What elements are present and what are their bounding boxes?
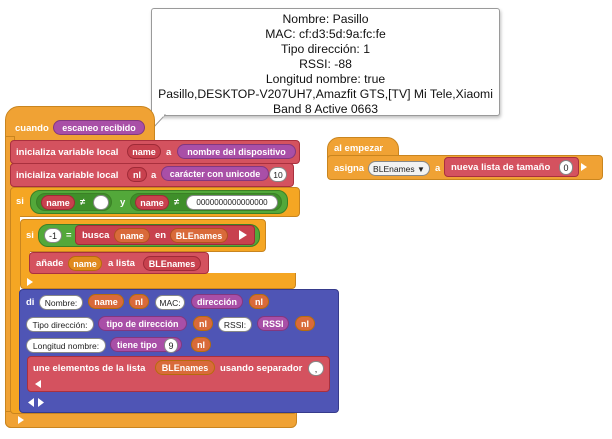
rssi-getter[interactable]: RSSI <box>257 316 289 331</box>
mutator-arrow-icon <box>18 416 24 424</box>
zeros-string-field[interactable]: 0000000000000000 <box>186 195 278 210</box>
play-icon <box>581 163 587 171</box>
get-nl-var[interactable]: nl <box>249 294 269 309</box>
text-tipo-direccion-literal[interactable]: Tipo dirección: <box>26 317 94 332</box>
to-list-label: a lista <box>108 258 135 269</box>
get-nl-var[interactable]: nl <box>191 337 211 352</box>
get-name-var[interactable]: name <box>114 228 150 243</box>
find-label: busca <box>82 230 110 241</box>
and-label: y <box>120 197 126 208</box>
dropdown-value: BLEnames <box>373 164 415 174</box>
get-blenames-var[interactable]: BLEnames <box>143 256 201 271</box>
eq-op: = <box>66 230 72 241</box>
add-label: añade <box>36 258 64 269</box>
init-label: inicializa variable local <box>16 147 119 158</box>
variable-dropdown[interactable]: BLEnames ▼ <box>368 161 430 176</box>
text-mac-literal[interactable]: MAC: <box>155 295 185 310</box>
address-getter[interactable]: dirección <box>191 294 243 309</box>
get-name-var[interactable]: name <box>88 294 124 309</box>
tooltip-line: MAC: cf:d3:5d:9a:fc:fe <box>265 27 386 41</box>
set-label: asigna <box>334 163 365 174</box>
say-label: di <box>26 297 35 308</box>
get-blenames-var[interactable]: BLEnames <box>155 360 215 375</box>
join-label: une elementos de la lista <box>33 363 146 374</box>
separator-field[interactable]: , <box>308 361 324 376</box>
mutator-arrows-icon <box>28 398 44 407</box>
event-tooltip: Nombre: Pasillo MAC: cf:d3:5d:9a:fc:fe T… <box>151 8 500 116</box>
separator-label: usando separador <box>220 363 303 374</box>
text-nombre-literal[interactable]: Nombre: <box>39 295 83 310</box>
tooltip-line: Tipo dirección: 1 <box>281 42 370 56</box>
to-label: a <box>435 163 441 174</box>
tooltip-line: Pasillo,DESKTOP-V207UH7,Amazfit GTS,[TV]… <box>158 87 493 101</box>
tooltip-line: Nombre: Pasillo <box>282 12 369 26</box>
start-label: al empezar <box>334 143 384 154</box>
init-a-label: a <box>166 147 172 158</box>
neq-op-1: ≠ <box>80 197 86 208</box>
tooltip-line: RSSI: -88 <box>299 57 352 71</box>
device-name-getter[interactable]: nombre del dispositivo <box>177 144 296 159</box>
get-nl-var[interactable]: nl <box>295 316 315 331</box>
get-blenames-var[interactable]: BLEnames <box>170 228 228 243</box>
get-name-var[interactable]: name <box>41 195 75 210</box>
new-list-label: nueva lista de tamaño <box>451 162 551 173</box>
init-label: inicializa variable local <box>16 170 119 181</box>
init-a-label: a <box>151 170 157 181</box>
unicode-number-field[interactable]: 10 <box>269 167 287 182</box>
new-list-block[interactable] <box>444 157 579 177</box>
get-nl-var[interactable]: nl <box>193 316 213 331</box>
text-longitud-literal[interactable]: Longitud nombre: <box>26 338 106 353</box>
in-label: en <box>155 230 167 241</box>
chevron-down-icon: ▼ <box>417 165 425 174</box>
tooltip-line: Band 8 Active 0663 <box>272 102 379 116</box>
address-type-getter[interactable]: tipo de dirección <box>98 316 187 331</box>
empty-string-field[interactable] <box>93 195 109 210</box>
get-name-var[interactable]: name <box>68 256 102 271</box>
if-label: si <box>26 230 34 241</box>
unicode-char-block[interactable]: carácter con unicode <box>161 166 269 181</box>
var-name-field[interactable]: name <box>127 144 161 159</box>
get-nl-var[interactable]: nl <box>129 294 149 309</box>
text-rssi-literal[interactable]: RSSI: <box>218 317 252 332</box>
event-param-pill[interactable]: escaneo recibido <box>53 120 145 135</box>
event-label: cuando <box>15 123 49 134</box>
number-minus-one[interactable]: -1 <box>44 228 62 243</box>
get-name-var[interactable]: name <box>135 195 169 210</box>
list-size-field[interactable]: 0 <box>559 160 573 175</box>
if-label: si <box>16 196 24 207</box>
tooltip-line: Longitud nombre: true <box>265 72 386 86</box>
collapse-arrow-icon <box>35 380 41 388</box>
mutator-arrow-icon <box>27 278 33 286</box>
type-number-field[interactable]: 9 <box>164 338 178 353</box>
play-icon <box>239 230 247 240</box>
var-nl-field[interactable]: nl <box>127 167 147 182</box>
neq-op-2: ≠ <box>174 197 180 208</box>
